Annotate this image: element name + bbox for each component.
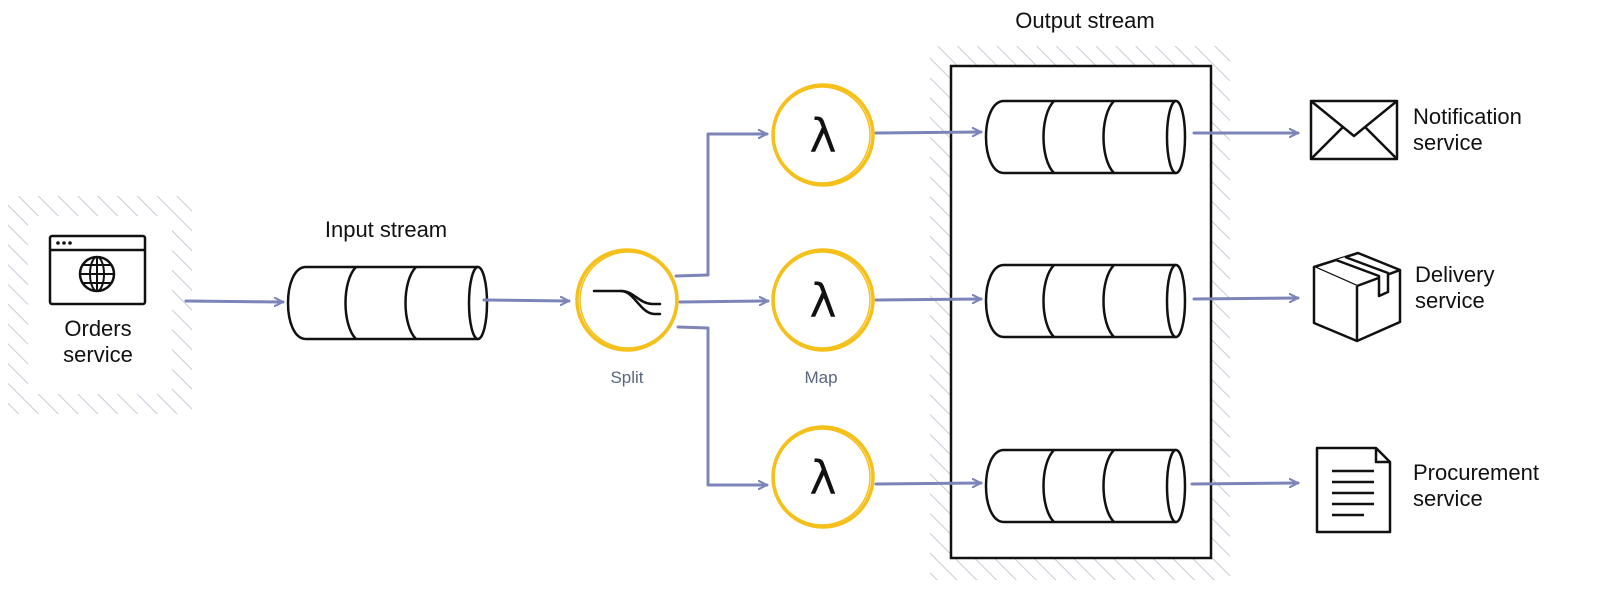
arrow-map-to-queue-top	[874, 132, 983, 133]
split-label: Split	[610, 368, 644, 387]
split-icon	[592, 289, 662, 316]
lambda-icon: λ	[809, 451, 837, 505]
browser-globe-icon	[48, 234, 147, 306]
arrow-split-to-map-bottom	[676, 325, 769, 485]
document-icon	[1315, 446, 1392, 534]
input-stream-queue	[286, 265, 489, 341]
envelope-icon	[1309, 99, 1399, 161]
arrow-map-to-queue-bottom	[874, 483, 983, 484]
flow-arrows	[184, 132, 1300, 485]
procurement-service-label: Procurement service	[1413, 460, 1539, 512]
arrow-split-to-map-top	[674, 134, 769, 278]
orders-service-label: Orders service	[63, 316, 133, 368]
lambda-icon: λ	[809, 274, 837, 328]
arrow-to-procurement	[1190, 483, 1300, 484]
map-operator-top	[771, 83, 875, 187]
lambda-icon: λ	[809, 109, 837, 163]
delivery-service-label: Delivery service	[1415, 262, 1495, 314]
map-label: Map	[804, 368, 838, 387]
output-stream-label: Output stream	[1015, 8, 1155, 33]
arrow-split-to-map-middle	[678, 301, 770, 302]
arrow-map-to-queue-middle	[874, 299, 983, 300]
arrow-orders-to-input	[184, 301, 285, 302]
package-box-icon	[1312, 251, 1402, 343]
arrow-to-delivery	[1192, 298, 1300, 299]
arrow-input-to-split	[482, 300, 571, 301]
map-operator-bottom	[771, 425, 875, 529]
input-stream-label: Input stream	[324, 217, 448, 242]
map-operator-middle	[771, 248, 875, 352]
notification-service-label: Notification service	[1413, 104, 1522, 156]
split-operator	[575, 248, 679, 352]
